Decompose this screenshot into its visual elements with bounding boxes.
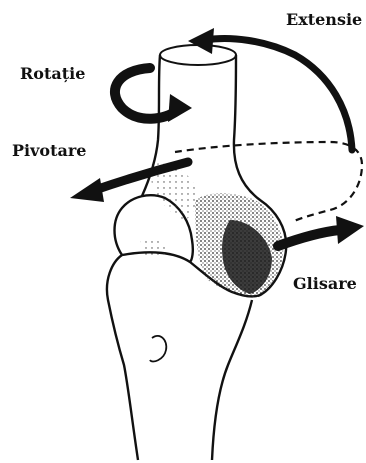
glide-arrowhead — [336, 216, 364, 244]
extension-arrow — [205, 39, 352, 150]
femur-top-cap — [160, 45, 236, 65]
pivot-arrowhead — [70, 178, 104, 202]
rotation-arrowhead — [168, 94, 192, 122]
shading-lower — [140, 238, 168, 257]
label-rotation: Rotație — [20, 66, 85, 82]
label-pivot: Pivotare — [12, 143, 86, 159]
rotation-arrow — [115, 68, 178, 119]
label-glide: Glisare — [293, 276, 357, 292]
extension-arrowhead — [188, 28, 214, 54]
tibia-notch — [150, 336, 166, 362]
label-extension: Extensie — [286, 12, 362, 28]
glide-arrow — [278, 230, 340, 246]
